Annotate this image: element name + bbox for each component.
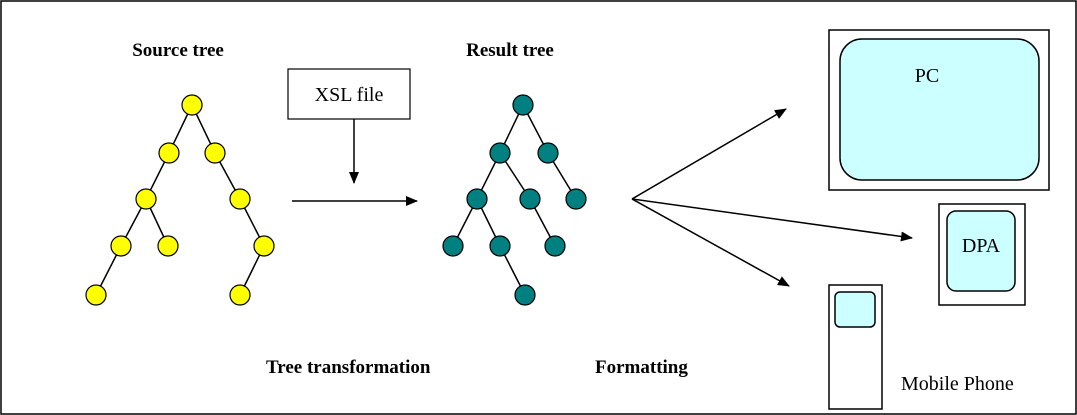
result-tree	[442, 94, 587, 306]
xsl-file-box	[287, 68, 411, 120]
mobile-phone-screen	[834, 291, 876, 328]
arrow-to-dpa	[631, 198, 913, 242]
mobile-phone-device	[828, 284, 883, 410]
source-node	[85, 284, 107, 306]
source-node	[229, 284, 251, 306]
dpa-device: DPA	[938, 203, 1026, 306]
dpa-screen	[946, 210, 1016, 292]
source-node	[157, 235, 179, 257]
source-tree-label: Source tree	[132, 40, 224, 61]
formatting-label: Formatting	[595, 357, 688, 378]
mobile-phone-label: Mobile Phone	[901, 373, 1014, 395]
result-node	[544, 235, 566, 257]
tree-transformation-label: Tree transformation	[266, 357, 431, 378]
dpa-label: DPA	[962, 235, 1001, 257]
result-node	[514, 284, 536, 306]
result-node	[489, 142, 511, 164]
arrow-to-mobile-phone	[631, 198, 790, 287]
result-tree-nodes	[442, 94, 587, 306]
source-node	[135, 188, 157, 210]
source-node	[181, 94, 203, 116]
pc-screen	[839, 38, 1040, 181]
source-node	[253, 235, 275, 257]
pc-label: PC	[915, 65, 939, 87]
source-tree-nodes	[85, 94, 275, 306]
result-node	[512, 94, 534, 116]
source-tree	[85, 94, 275, 306]
xsl-file-label: XSL file	[315, 84, 384, 106]
source-node	[110, 235, 132, 257]
result-node	[442, 235, 464, 257]
result-tree-label: Result tree	[466, 40, 554, 61]
result-node	[489, 235, 511, 257]
source-node	[204, 142, 226, 164]
result-node	[565, 188, 587, 210]
source-node	[158, 142, 180, 164]
result-node	[537, 142, 559, 164]
result-node	[466, 188, 488, 210]
source-node	[229, 188, 251, 210]
result-node	[519, 188, 541, 210]
pc-device: PC	[828, 29, 1050, 191]
arrow-to-pc	[631, 108, 787, 200]
